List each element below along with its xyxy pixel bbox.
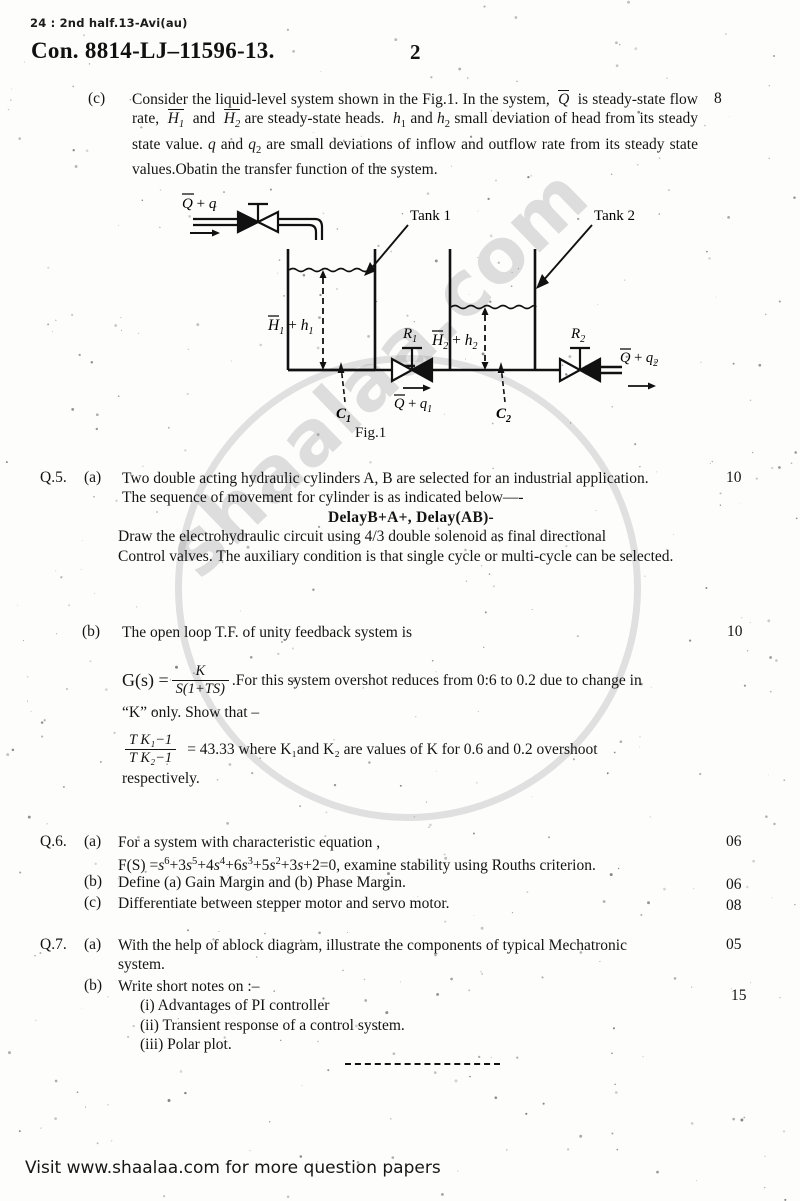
question-7a: Q.7. (a) With the help of ablock diagram… [40,936,700,975]
question-5a-line2: The sequence of movement for cylinder is… [122,489,524,507]
gs-denominator: S(1+TS) [171,680,229,698]
question-7b-part: (b) [84,977,103,994]
question-4c-part: (c) [88,90,106,107]
figure-label-head2: H2 + h2 [431,332,477,352]
liquid-level-system-figure: Q + q Tank 1 Tank 2 H1 + h1 H2 + h2 R1 R… [182,193,658,425]
question-7b-item-2: (ii) Transient response of a control sys… [140,1016,405,1034]
question-7b-body: Write short notes on :– (i) Advantages o… [118,977,704,1055]
question-6a-body: For a system with characteristic equatio… [118,833,700,876]
figure-label-mid-flow: Q + q1 [394,396,432,415]
question-7b-text: Write short notes on :– [118,978,260,995]
question-4c-body: Consider the liquid-level system shown i… [132,90,698,179]
question-6a-marks: 06 [726,833,742,850]
question-5b-marks: 10 [727,623,743,640]
page-number: 2 [410,40,421,64]
gs-after: .For this system overshot reduces from 0… [231,672,642,690]
question-7a-marks: 05 [726,936,742,953]
question-7b: (b) Write short notes on :– (i) Advantag… [84,977,704,1055]
question-6b-text: Define (a) Gain Margin and (b) Phase Mar… [118,874,406,891]
figure-label-c1: C1 [336,406,351,425]
question-6c-text: Differentiate between stepper motor and … [118,895,450,912]
question-7-number: Q.7. [40,936,67,953]
footer-note: Visit www.shaalaa.com for more question … [25,1158,441,1178]
question-5a-body: Two double acting hydraulic cylinders A,… [122,469,700,527]
question-5b-resp: respectively. [122,770,200,788]
question-5b-formula2-row: T K₁−1 T K₂−1 = 43.33 where K₁and K₂ are… [122,732,732,789]
question-5a-marks: 10 [726,469,742,486]
question-6-number: Q.6. [40,833,67,850]
question-5b-intro: The open loop T.F. of unity feedback sys… [122,624,413,641]
question-5b-k-text: “K” only. Show that – [122,704,260,721]
question-6b-marks: 06 [726,876,742,893]
question-5a-line4: Control valves. The auxiliary condition … [118,547,674,565]
question-5-number: Q.5. [40,469,67,486]
question-6a-line1: For a system with characteristic equatio… [118,834,381,851]
section-separator [345,1063,500,1065]
question-5a-body2: Draw the electrohydraulic circuit using … [118,527,700,566]
figure-label-tank2: Tank 2 [594,208,635,224]
question-6b-part: (b) [84,873,103,890]
gs-fraction: K S(1+TS) [171,663,229,698]
question-5b-k-line: “K” only. Show that – [122,703,722,722]
figure-label-r2: R2 [570,326,585,345]
gs-numerator: K [195,663,206,679]
question-6a-part: (a) [84,833,102,850]
figure-label-r1: R1 [402,326,417,345]
tk-fraction: T K₁−1 T K₂−1 [125,732,177,767]
figure-label-inlet: Q + q [182,196,217,212]
question-7a-part: (a) [84,936,102,953]
question-7b-item-3: (iii) Polar plot. [140,1036,232,1054]
tk-after: = 43.33 where K₁and K₂ are values of K f… [187,741,598,759]
figure-label-out-flow: Q + q2 [620,350,658,369]
figure-label-head1: H1 + h1 [267,317,313,337]
question-6c-part: (c) [84,894,102,911]
gs-lhs: G(s) = [122,670,169,691]
scan-code: 24 : 2nd half.13-Avi(au) [30,16,188,30]
tk-numerator: T K₁−1 [129,732,173,748]
question-6a-equation: F(S) =s6+3s5+4s4+6s3+5s2+3s+2=0, examine… [118,856,596,875]
question-6c-marks: 08 [726,897,742,914]
question-7a-line2: system. [118,956,165,974]
question-4c: (c) Consider the liquid-level system sho… [88,90,698,180]
question-7a-line1: With the help of ablock diagram, illustr… [118,937,627,954]
question-5a-part: (a) [84,469,102,486]
question-5a: Q.5. (a) Two double acting hydraulic cyl… [40,469,700,566]
question-5a-line1: Two double acting hydraulic cylinders A,… [122,470,649,487]
question-6a: Q.6. (a) For a system with characteristi… [40,833,700,876]
con-number: Con. 8814-LJ–11596-13. [31,38,275,63]
question-7a-body: With the help of ablock diagram, illustr… [118,936,700,975]
figure-label-tank1: Tank 1 [410,208,451,224]
question-7b-marks: 15 [731,987,747,1004]
question-5a-sequence: DelayB+A+, Delay(AB)- [327,508,495,526]
question-5b: (b) The open loop T.F. of unity feedback… [82,623,722,642]
question-6c: (c) Differentiate between stepper motor … [84,894,704,913]
question-5b-part: (b) [82,623,101,640]
question-5b-formula-row: G(s) = K S(1+TS) .For this system oversh… [122,663,722,698]
question-4c-marks: 8 [714,90,722,107]
figure-caption: Fig.1 [355,425,387,441]
question-6b: (b) Define (a) Gain Margin and (b) Phase… [84,873,704,892]
question-5a-line3: Draw the electrohydraulic circuit using … [118,528,607,546]
question-7b-item-1: (i) Advantages of PI controller [140,997,330,1015]
tk-denominator: T K₂−1 [125,749,177,767]
figure-label-c2: C2 [496,406,511,425]
